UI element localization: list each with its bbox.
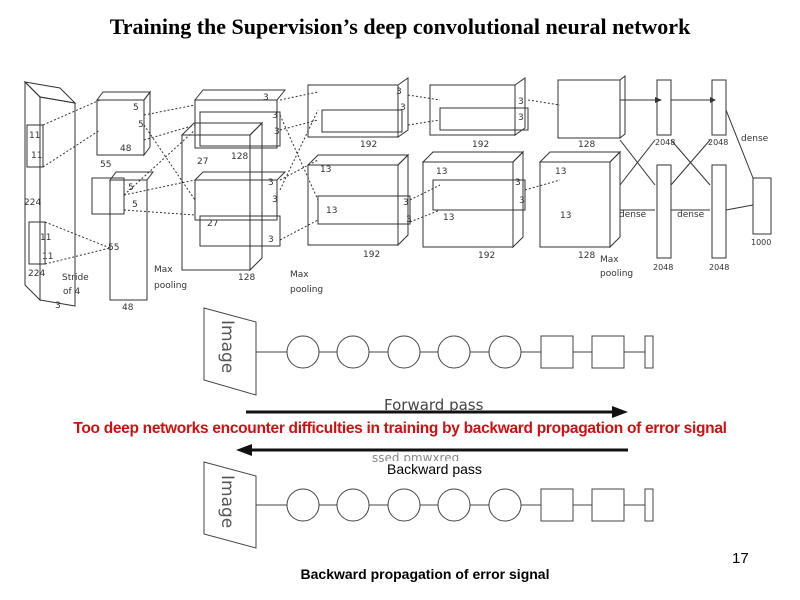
conv1-layer: 5 5 5 5 48 55 55 48 [91, 90, 196, 313]
conv5-layer: 13 13 128 128 Max pooling [538, 74, 633, 279]
dense-size-4: 2048 [709, 263, 729, 272]
slide-title: Training the Supervision’s deep convolut… [109, 14, 691, 39]
backward-image-label: Image [217, 475, 237, 528]
kernel-size-bottom-2: 11 [42, 252, 53, 262]
forward-chain: Image Forward pass [203, 307, 654, 418]
dense-layers: dense dense dense 2048 2048 2048 2048 10… [619, 79, 772, 272]
conv2-kernel-1: 3 [263, 93, 269, 103]
conv2-kernel-4: 3 [268, 178, 274, 188]
kernel-size-top-1: 11 [29, 131, 40, 141]
conv4-layer: 13 13 192 192 3 3 3 3 [421, 77, 561, 261]
dense-size-1: 2048 [655, 138, 675, 147]
kernel-size-top-2: 11 [31, 151, 42, 161]
kernel-size-bottom-1: 11 [40, 233, 51, 243]
conv5-depth-top: 128 [578, 140, 595, 150]
conv2-depth-top: 128 [231, 152, 248, 162]
stride-label-2: of 4 [63, 287, 81, 297]
conv4-kernel-3: 3 [515, 178, 521, 188]
conv4-size-1: 13 [436, 167, 447, 177]
pool3-label-1: Max [600, 255, 619, 265]
pool2-label-2: pooling [290, 285, 323, 295]
conv3-kernel-4: 3 [406, 215, 412, 225]
caption-text: Backward propagation of error signal [300, 566, 550, 582]
dense-size-2: 2048 [708, 138, 728, 147]
stride-label-3: 3 [55, 301, 61, 311]
conv5-depth-bottom: 128 [578, 251, 595, 261]
conv1-kernel-3: 5 [128, 183, 134, 193]
pool1-label-2: pooling [154, 281, 187, 291]
dense-label-3: dense [741, 134, 769, 144]
conv3-size-2: 13 [326, 206, 337, 216]
conv3-layer: 13 13 192 192 3 3 3 3 [306, 77, 441, 260]
dense-size-3: 2048 [653, 263, 673, 272]
conv2-kernel-5: 3 [272, 195, 278, 205]
forward-image-label: Image [217, 320, 237, 373]
stride-label-1: Stride [62, 273, 89, 283]
conv3-kernel-1: 3 [396, 87, 402, 97]
conv1-kernel-1: 5 [133, 103, 139, 113]
output-size: 1000 [751, 238, 771, 247]
input-size-width: 224 [28, 269, 45, 279]
input-size-height: 224 [24, 198, 41, 208]
conv4-size-2: 13 [443, 213, 454, 223]
pool2-label-1: Max [290, 270, 309, 280]
conv2-kernel-2: 3 [272, 111, 278, 121]
forward-pass-label: Forward pass [384, 396, 484, 414]
conv4-kernel-2: 3 [518, 113, 524, 123]
conv3-kernel-3: 3 [403, 198, 409, 208]
backward-pass-label: Backward pass [384, 461, 485, 477]
conv1-size-2: 55 [108, 243, 119, 253]
warning-text: Too deep networks encounter difficulties… [73, 420, 727, 437]
conv1-depth-bottom: 48 [122, 303, 134, 313]
conv3-size-1: 13 [320, 165, 331, 175]
page-number: 17 [732, 550, 749, 567]
conv3-depth-bottom: 192 [363, 250, 380, 260]
conv1-kernel-4: 5 [132, 200, 138, 210]
conv5-size-2: 13 [560, 211, 571, 221]
conv2-depth-bottom: 128 [238, 273, 255, 283]
pool3-label-2: pooling [600, 269, 633, 279]
conv5-size-1: 13 [555, 167, 566, 177]
conv2-kernel-6: 3 [268, 235, 274, 245]
conv4-kernel-1: 3 [518, 97, 524, 107]
input-layer: 224 224 11 11 11 11 Stride of 4 3 [23, 80, 111, 311]
backward-chain: ssed pmwxreq Image [203, 444, 654, 549]
pool1-label-1: Max [154, 265, 173, 275]
conv2-kernel-3: 3 [274, 127, 280, 137]
conv1-kernel-2: 5 [138, 120, 144, 130]
conv2-size-2: 27 [207, 219, 218, 229]
dense-label-1: dense [619, 210, 647, 220]
conv3-kernel-2: 3 [400, 103, 406, 113]
conv4-depth-bottom: 192 [478, 251, 495, 261]
conv4-kernel-4: 3 [519, 196, 525, 206]
conv4-depth-top: 192 [472, 140, 489, 150]
conv1-size-1: 55 [100, 160, 111, 170]
conv2-size-1: 27 [197, 157, 208, 167]
conv3-depth-top: 192 [360, 140, 377, 150]
conv2-layer: 27 27 128 128 3 3 3 3 3 3 Max pooling Ma… [154, 89, 323, 295]
conv1-depth-top: 48 [120, 144, 132, 154]
dense-label-2: dense [677, 210, 705, 220]
